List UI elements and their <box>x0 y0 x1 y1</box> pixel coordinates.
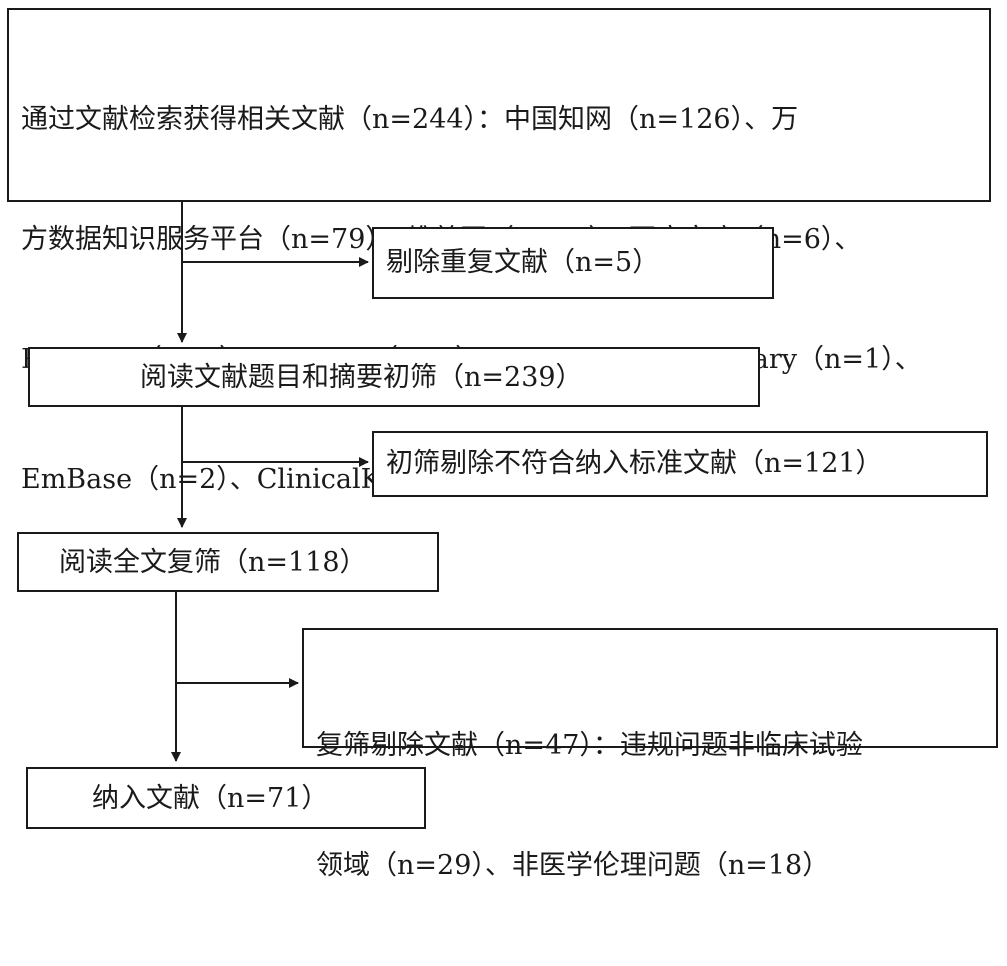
included-studies-text: 纳入文献（n=71） <box>92 783 329 814</box>
included-studies-box: 纳入文献（n=71） <box>26 767 426 829</box>
exclusion-fulltext-line-1: 复筛剔除文献（n=47）：违规问题非临床试验 <box>316 730 863 761</box>
exclusion-duplicates-box: 剔除重复文献（n=5） <box>372 227 774 299</box>
exclusion-duplicates-text: 剔除重复文献（n=5） <box>386 247 660 278</box>
fulltext-screening-box: 阅读全文复筛（n=118） <box>17 532 439 592</box>
exclusion-criteria-text: 初筛剔除不符合纳入标准文献（n=121） <box>386 448 883 479</box>
exclusion-fulltext-line-2: 领域（n=29）、非医学伦理问题（n=18） <box>316 850 830 881</box>
fulltext-screening-text: 阅读全文复筛（n=118） <box>59 547 367 578</box>
exclusion-fulltext-box: 复筛剔除文献（n=47）：违规问题非临床试验 领域（n=29）、非医学伦理问题（… <box>302 628 998 881</box>
source-line-1: 通过文献检索获得相关文献（n=244）：中国知网（n=126）、万 <box>21 104 799 135</box>
flow-connectors <box>171 202 369 762</box>
title-abstract-screening-box: 阅读文献题目和摘要初筛（n=239） <box>28 347 760 407</box>
title-abstract-screening-text: 阅读文献题目和摘要初筛（n=239） <box>140 362 583 393</box>
exclusion-criteria-box: 初筛剔除不符合纳入标准文献（n=121） <box>372 431 988 497</box>
source-box: 通过文献检索获得相关文献（n=244）：中国知网（n=126）、万 方数据知识服… <box>7 8 991 495</box>
